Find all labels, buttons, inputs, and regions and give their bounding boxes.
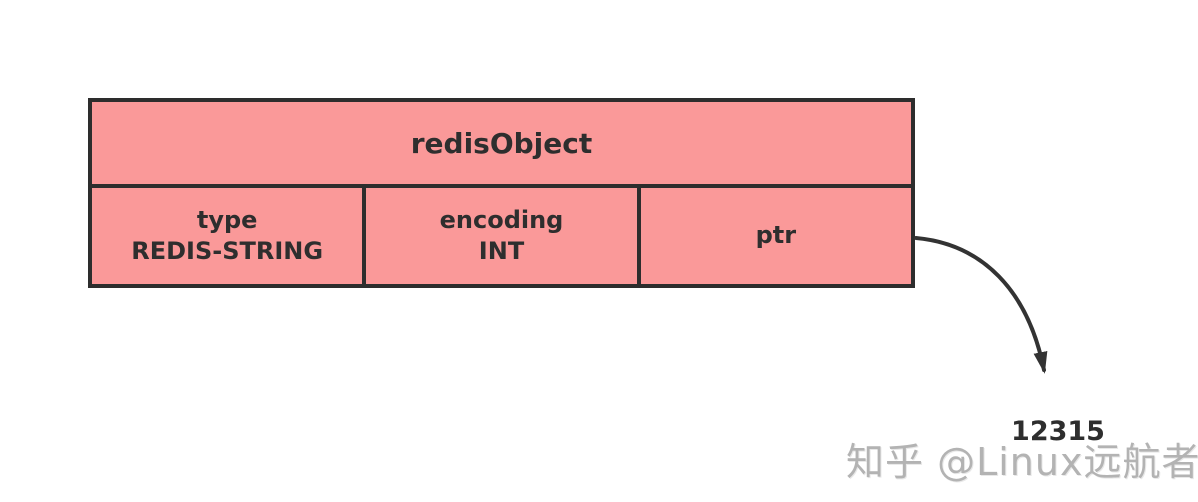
table-fields-row: type REDIS-STRING encoding INT ptr [92,188,911,284]
cell-ptr-label: ptr [755,221,797,250]
cell-type-label: type [196,205,258,234]
cell-encoding: encoding INT [362,188,636,284]
pointer-arrow-icon [914,236,1048,374]
cell-type-value: REDIS-STRING [131,237,324,265]
watermark-text: 知乎 @Linux远航者 [846,440,1198,484]
table-header-redisobject: redisObject [92,102,911,188]
redis-object-table: redisObject type REDIS-STRING encoding I… [88,98,915,288]
pointer-value: 12315 [1011,416,1105,447]
cell-encoding-value: INT [478,237,525,265]
cell-ptr: ptr [636,188,911,284]
cell-encoding-label: encoding [439,205,564,234]
cell-type: type REDIS-STRING [92,188,362,284]
